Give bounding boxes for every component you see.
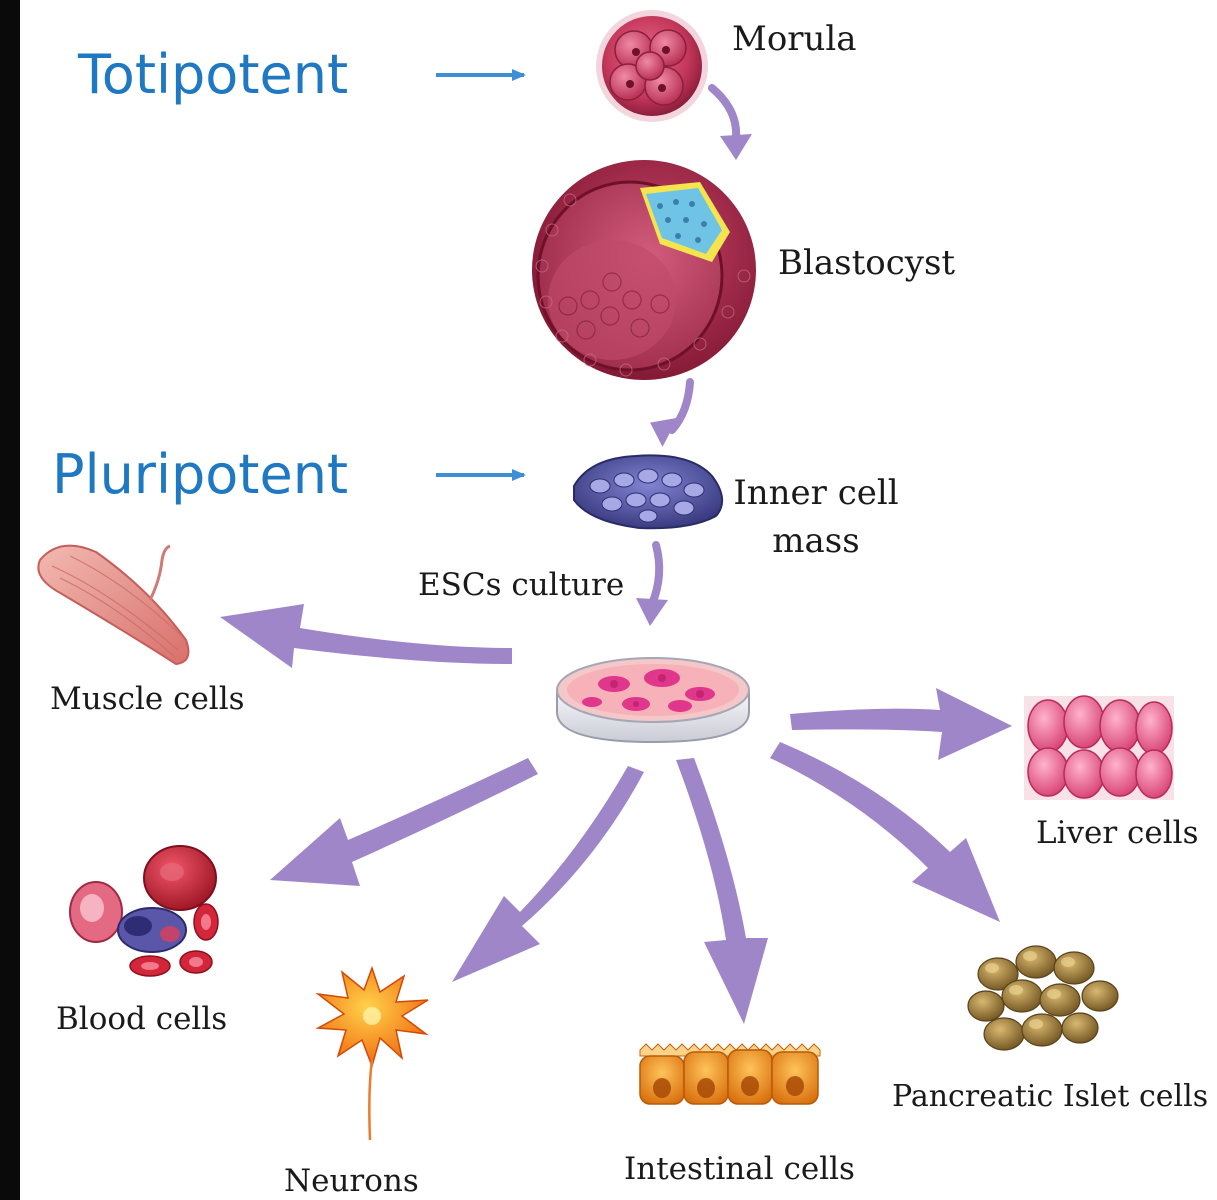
stage-label-pluripotent: Pluripotent (52, 443, 349, 506)
intestinal-cells-icon (639, 1043, 821, 1105)
label-intestinal-cells: Intestinal cells (624, 1151, 855, 1187)
label-inner-cell-mass-line1: Inner cell (733, 473, 899, 513)
inner-cell-mass-icon (573, 454, 723, 530)
label-pancreatic-islet-cells: Pancreatic Islet cells (892, 1079, 1209, 1114)
label-blood-cells: Blood cells (56, 1001, 228, 1037)
muscle-cells-icon (37, 544, 190, 666)
label-neurons: Neurons (284, 1163, 419, 1199)
blastocyst-icon (532, 160, 756, 380)
petri-dish-icon (556, 657, 750, 744)
left-border (0, 0, 20, 1200)
neuron-icon (315, 965, 429, 1141)
blood-cells-icon (69, 845, 219, 977)
label-liver-cells: Liver cells (1036, 815, 1199, 851)
label-inner-cell-mass-line2: mass (772, 521, 860, 561)
label-morula: Morula (732, 19, 857, 59)
label-muscle-cells: Muscle cells (50, 681, 245, 717)
label-escs-culture: ESCs culture (418, 567, 625, 603)
flow-arrowheads-thin (636, 134, 752, 626)
pancreatic-islet-cells-icon (967, 945, 1119, 1051)
label-blastocyst: Blastocyst (778, 243, 956, 283)
flow-arrows-thick (220, 604, 1012, 1024)
morula-icon (596, 10, 708, 122)
stage-label-totipotent: Totipotent (78, 43, 349, 106)
liver-cells-icon (1024, 695, 1174, 800)
